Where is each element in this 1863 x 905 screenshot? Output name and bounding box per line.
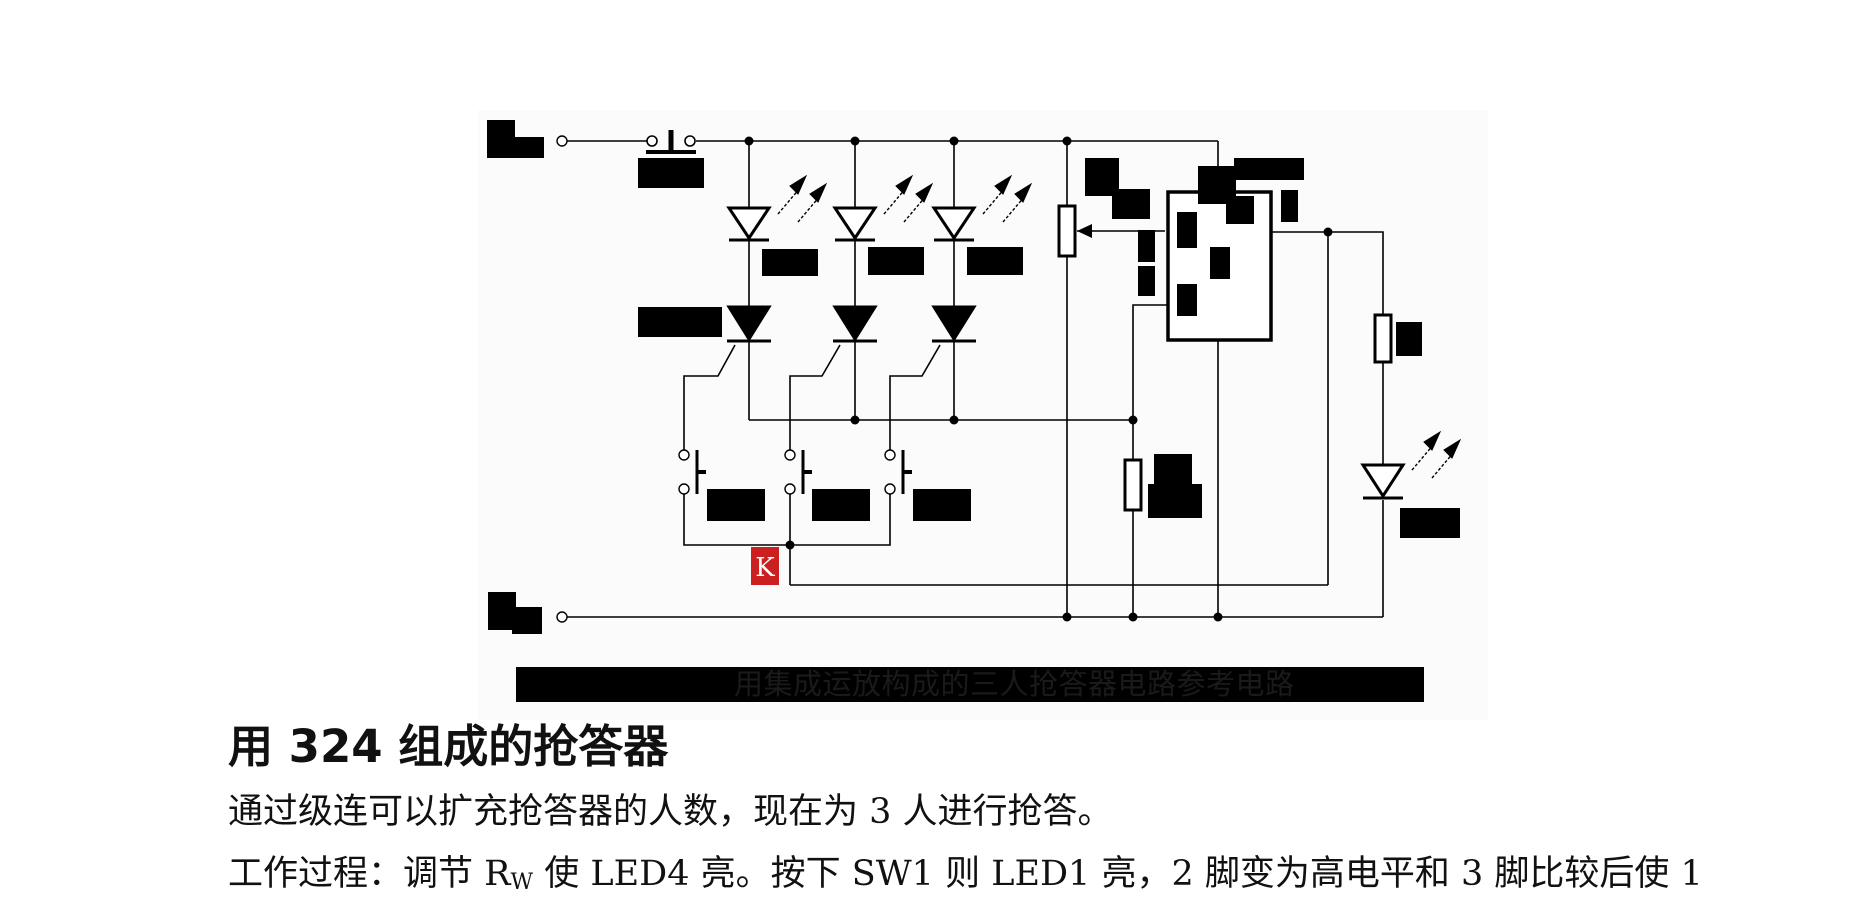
resistor-left xyxy=(1123,458,1143,512)
k-switch-label: K xyxy=(755,553,775,583)
figure-caption: 用集成运放构成的三人抢答器电路参考电路 xyxy=(734,667,1295,701)
figure-background xyxy=(478,110,1488,720)
contestant-switch-3 xyxy=(884,449,912,495)
paragraph-2-lead: 工作过程：调节 R xyxy=(228,854,511,894)
terminals xyxy=(556,135,568,623)
paragraph-2-subscript: W xyxy=(510,870,534,895)
contestant-switch-2 xyxy=(784,449,812,495)
scr-3 xyxy=(931,305,977,343)
paragraph-1: 通过级连可以扩充抢答器的人数，现在为 3 人进行抢答。 xyxy=(228,792,1113,832)
led-3 xyxy=(931,174,1033,242)
contestant-switch-1 xyxy=(678,449,706,495)
start-pushbutton xyxy=(646,130,696,154)
potentiometer xyxy=(1057,204,1077,258)
k-switch-box xyxy=(751,547,779,585)
section-title: 用 324 组成的抢答器 xyxy=(228,720,669,773)
junction-dots xyxy=(744,136,1333,622)
paragraph-2: 工作过程：调节 RW 使 LED4 亮。按下 SW1 则 LED1 亮，2 脚变… xyxy=(228,852,1703,905)
wiper-arrow xyxy=(1077,224,1092,238)
scr-2 xyxy=(832,305,878,343)
paragraph-2-rest: 使 LED4 亮。按下 SW1 则 LED1 亮，2 脚变为高电平和 3 脚比较… xyxy=(533,854,1703,894)
resistor-right xyxy=(1373,313,1393,364)
led-4 xyxy=(1360,430,1462,500)
figure-caption-bar xyxy=(516,667,1424,702)
scr-1 xyxy=(726,305,772,343)
redacted-labels xyxy=(487,120,1460,634)
led-2 xyxy=(832,174,934,242)
led-1 xyxy=(726,174,828,242)
